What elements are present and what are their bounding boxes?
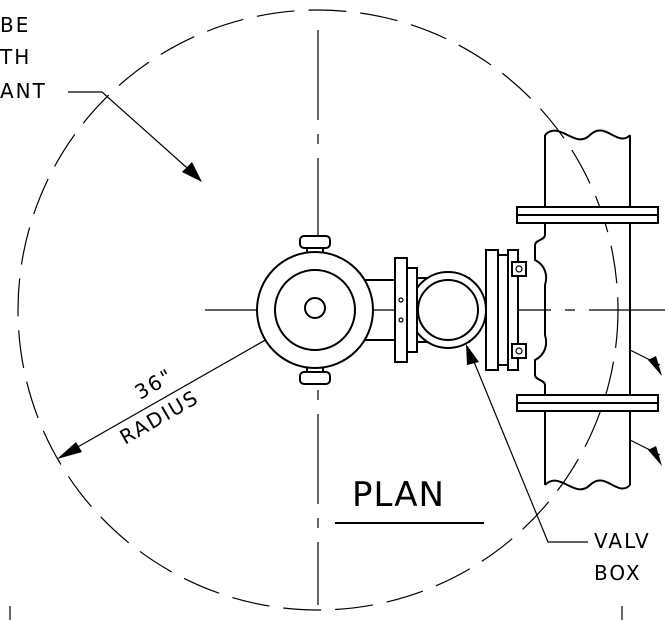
main-pipe <box>516 129 662 491</box>
branch-flange <box>485 249 527 371</box>
valve-arrowhead <box>466 344 479 365</box>
radius-arrowhead <box>57 442 82 459</box>
valve-box-label-1: VALV <box>594 529 651 553</box>
note-leader-line <box>68 91 196 176</box>
gate-valve <box>409 271 487 349</box>
note-line-3: ANT <box>0 79 47 103</box>
view-title: PLAN <box>352 475 445 515</box>
connecting-flange <box>365 257 418 363</box>
valve-box-leader <box>469 351 588 543</box>
fire-hydrant <box>256 235 374 385</box>
note-line-2: TH <box>0 45 31 69</box>
note-arrowhead <box>182 162 202 182</box>
note-line-1: BE <box>0 13 30 37</box>
valve-box-label-2: BOX <box>594 561 642 585</box>
